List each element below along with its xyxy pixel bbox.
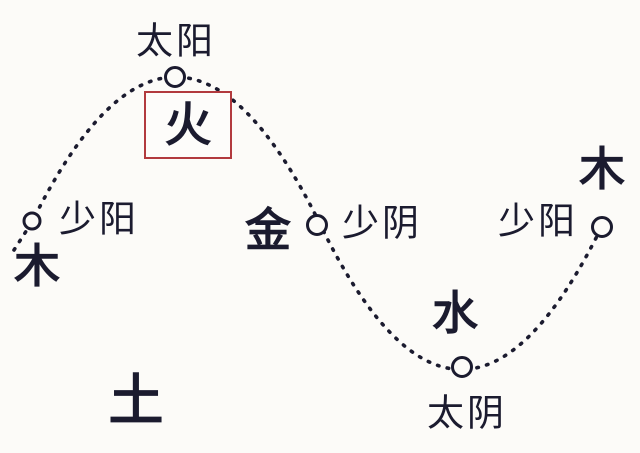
node-marker-shaoyang-left	[22, 211, 42, 231]
label-wood-left: 木	[14, 239, 60, 293]
node-marker-shaoyin-mid	[306, 214, 328, 236]
label-fire: 火	[164, 97, 212, 153]
label-wood-right: 木	[579, 142, 625, 196]
label-shaoyin: 少阴	[342, 201, 422, 245]
fire-highlight-box: 火	[144, 91, 232, 159]
node-marker-taiyang-peak	[164, 66, 186, 88]
label-taiyin: 太阴	[427, 391, 507, 435]
label-metal: 金	[245, 203, 291, 257]
label-shaoyang-left: 少阳	[59, 197, 139, 241]
label-water: 水	[432, 286, 478, 340]
label-earth: 土	[108, 368, 164, 433]
label-shaoyang-right: 少阳	[498, 199, 578, 243]
label-taiyang: 太阳	[136, 19, 216, 63]
node-marker-taiyin-trough	[451, 356, 473, 378]
node-marker-shaoyang-right	[591, 216, 613, 238]
